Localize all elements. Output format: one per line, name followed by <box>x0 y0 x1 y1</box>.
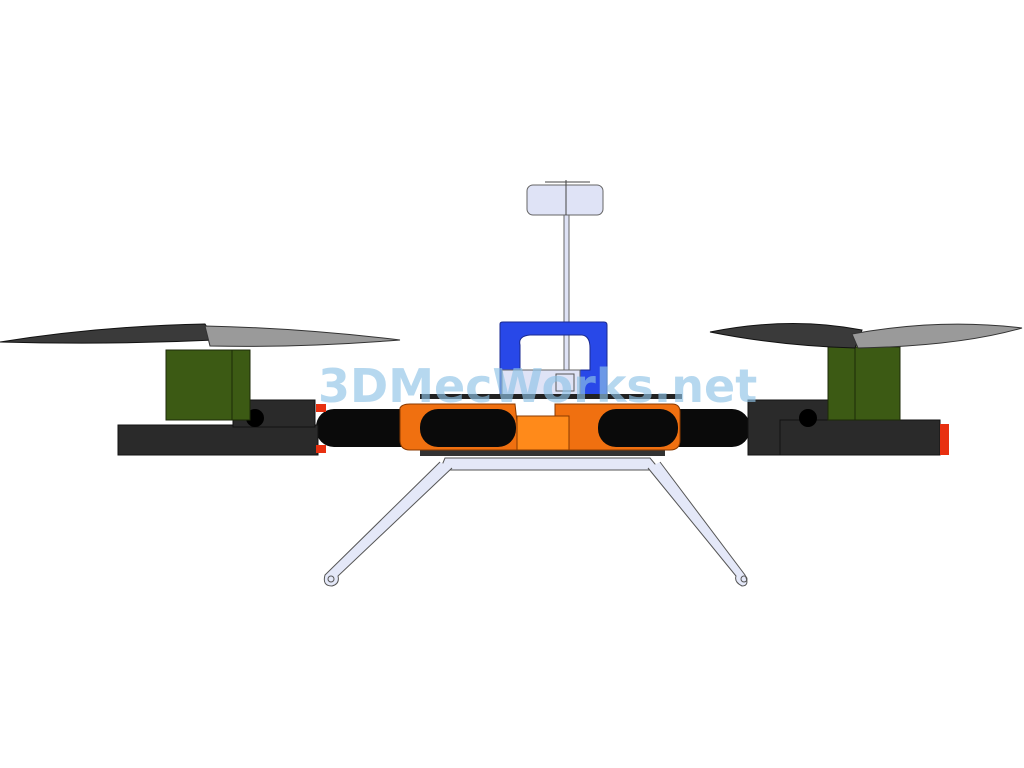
camera-mount <box>499 321 608 397</box>
bottom-plate <box>420 450 665 456</box>
watermark-text: 3DMecWorks.net <box>318 359 757 413</box>
right-motor-assembly <box>709 322 1023 456</box>
top-plate <box>420 394 682 399</box>
landing-gear <box>323 457 748 587</box>
left-motor-assembly <box>0 323 401 456</box>
frame-body <box>399 403 681 451</box>
